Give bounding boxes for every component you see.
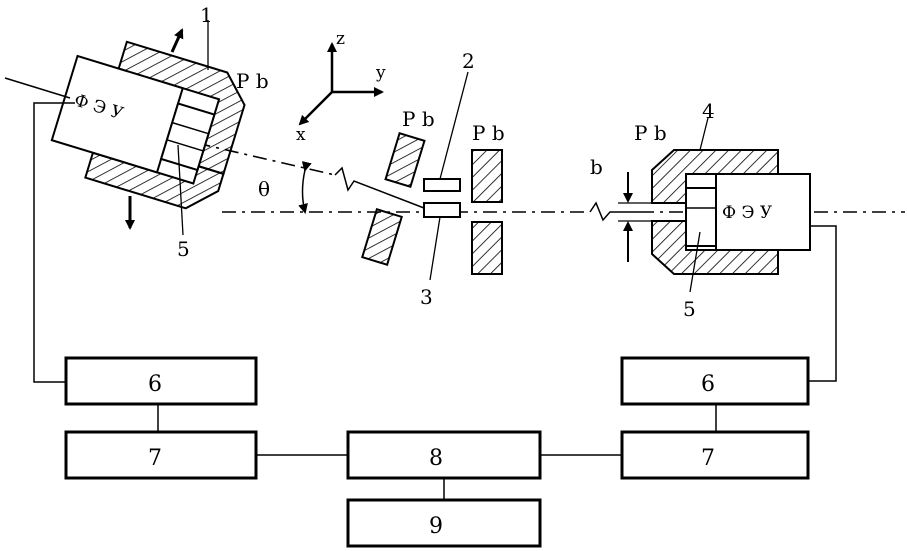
left-detector: Ф Э У xyxy=(50,40,246,210)
label-3: 3 xyxy=(420,285,433,309)
leader-4 xyxy=(699,117,709,151)
leader-5-left xyxy=(177,144,184,236)
theta-arc xyxy=(298,161,312,214)
theta-label: θ xyxy=(258,177,270,201)
coordinate-axes: z y x xyxy=(296,29,386,145)
block-8 xyxy=(346,430,542,480)
block-6-left-label: 6 xyxy=(148,372,162,397)
block-6-right xyxy=(620,356,810,406)
block-7-left-label: 7 xyxy=(148,446,162,471)
leader-3 xyxy=(429,216,441,281)
label-pb-mid2: P b xyxy=(472,121,505,145)
label-5-right: 5 xyxy=(683,297,696,321)
label-pb-left: P b xyxy=(236,69,269,93)
pb-block-upper-right xyxy=(471,149,503,203)
axis-z-label: z xyxy=(336,29,345,49)
label-pb-mid1: P b xyxy=(402,107,435,131)
right-detector: Ф Э У xyxy=(651,149,811,275)
arrow-up xyxy=(170,28,184,53)
target-lower-element xyxy=(423,202,461,218)
block-7-left xyxy=(64,430,258,480)
block-9 xyxy=(346,498,542,548)
pb-block-upper-left xyxy=(384,131,426,189)
leader-5-right xyxy=(689,231,701,293)
beam-break-right xyxy=(589,201,640,222)
label-1: 1 xyxy=(200,3,213,27)
right-cable xyxy=(808,225,837,382)
right-pmt-label: Ф Э У xyxy=(722,203,773,223)
right-pmt xyxy=(715,173,811,251)
left-cable xyxy=(33,102,75,383)
block-7-right-label: 7 xyxy=(701,446,715,471)
leader-2 xyxy=(439,71,469,180)
pb-block-lower-right xyxy=(471,221,503,275)
left-cable-top xyxy=(4,77,71,99)
right-crystal xyxy=(685,187,717,247)
label-5-left: 5 xyxy=(177,237,190,261)
label-b: b xyxy=(590,155,603,179)
label-2: 2 xyxy=(462,49,475,73)
block-9-label: 9 xyxy=(429,514,443,539)
scattered-beam-break xyxy=(334,166,425,209)
left-pb-shield-bottom xyxy=(84,151,225,210)
block-6-right-label: 6 xyxy=(701,372,715,397)
label-pb-right: P b xyxy=(634,121,667,145)
axis-y-label: y xyxy=(375,63,386,83)
axis-x-label: x xyxy=(296,125,306,145)
block-8-label: 8 xyxy=(429,446,443,471)
target-upper-element xyxy=(423,178,461,192)
label-4: 4 xyxy=(702,99,715,123)
pb-block-lower-left xyxy=(361,208,403,266)
block-6-left xyxy=(64,356,258,406)
block-7-right xyxy=(620,430,810,480)
